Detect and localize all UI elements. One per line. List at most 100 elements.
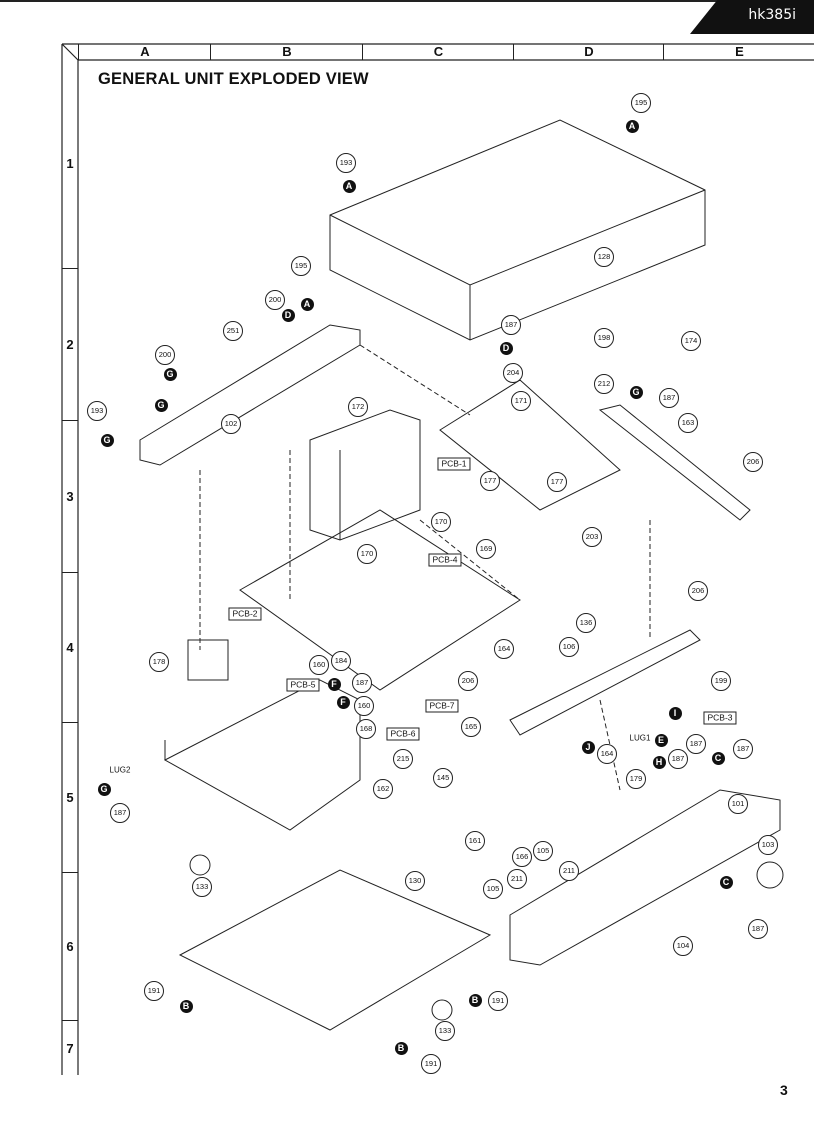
pcb-label: PCB-6: [386, 727, 420, 741]
part-callout: 200: [265, 290, 285, 310]
part-callout: 187: [352, 673, 372, 693]
pcb-label: PCB-7: [425, 699, 459, 713]
part-callout: 203: [582, 527, 602, 547]
part-callout: 191: [144, 981, 164, 1001]
part-callout: 177: [547, 472, 567, 492]
pcb-label: PCB-2: [228, 607, 262, 621]
part-callout: 206: [458, 671, 478, 691]
part-callout: 160: [354, 696, 374, 716]
screw-letter-marker: B: [179, 999, 193, 1013]
part-callout: 128: [594, 247, 614, 267]
part-callout: 187: [501, 315, 521, 335]
screw-letter-marker: D: [499, 341, 513, 355]
pcb-label: PCB-3: [703, 711, 737, 725]
lug-label: LUG1: [629, 733, 651, 743]
page-title: GENERAL UNIT EXPLODED VIEW: [98, 70, 369, 88]
bracket-163: [598, 404, 751, 521]
part-callout: 187: [733, 739, 753, 759]
part-callout: 174: [681, 331, 701, 351]
part-callout: 103: [758, 835, 778, 855]
part-callout: 102: [221, 414, 241, 434]
part-callout: 187: [668, 749, 688, 769]
part-callout: 211: [559, 861, 579, 881]
screw-letter-marker: A: [625, 119, 639, 133]
screw-letter-marker: G: [100, 433, 114, 447]
screw-letter-marker: G: [97, 782, 111, 796]
part-callout: 215: [393, 749, 413, 769]
part-callout: 164: [597, 744, 617, 764]
part-callout: 251: [223, 321, 243, 341]
pcb-label: PCB-4: [428, 553, 462, 567]
part-callout: 136: [576, 613, 596, 633]
part-callout: 171: [511, 391, 531, 411]
part-callout: 170: [431, 512, 451, 532]
sub-chassis: [509, 629, 701, 736]
column-label: A: [78, 44, 211, 60]
part-callout: 191: [488, 991, 508, 1011]
row-label: 6: [62, 872, 78, 1021]
screw-letter-marker: E: [654, 733, 668, 747]
part-callout: 212: [594, 374, 614, 394]
pcb-label: PCB-5: [286, 678, 320, 692]
column-label: C: [362, 44, 514, 60]
part-callout: 193: [87, 401, 107, 421]
part-callout: 198: [594, 328, 614, 348]
screw-letter-marker: F: [336, 695, 350, 709]
part-callout: 211: [507, 869, 527, 889]
part-callout: 166: [512, 847, 532, 867]
part-callout: 162: [373, 779, 393, 799]
part-callout: 184: [331, 651, 351, 671]
part-callout: 177: [480, 471, 500, 491]
part-callout: 187: [748, 919, 768, 939]
screw-letter-marker: I: [668, 706, 682, 720]
part-callout: 160: [309, 655, 329, 675]
column-label: E: [663, 44, 814, 60]
part-callout: 161: [465, 831, 485, 851]
part-callout: 206: [743, 452, 763, 472]
screw-letter-marker: A: [300, 297, 314, 311]
lug-label: LUG2: [109, 765, 131, 775]
part-callout: 163: [678, 413, 698, 433]
part-callout: 179: [626, 769, 646, 789]
transformer: [187, 639, 229, 681]
leader-lines: [199, 344, 651, 791]
pcb-label: PCB-1: [437, 457, 471, 471]
part-callout: 199: [711, 671, 731, 691]
part-callout: 165: [461, 717, 481, 737]
screw-letter-marker: C: [719, 875, 733, 889]
row-label: 2: [62, 268, 78, 421]
part-callout: 195: [291, 256, 311, 276]
part-callout: 195: [631, 93, 651, 113]
foot: [189, 854, 211, 876]
volume-knob: [756, 861, 784, 889]
top-cover: [329, 119, 706, 341]
row-label: 3: [62, 420, 78, 573]
screw-letter-marker: G: [154, 398, 168, 412]
part-callout: 104: [673, 936, 693, 956]
front-panel: [509, 789, 781, 966]
part-callout: 193: [336, 153, 356, 173]
part-callout: 168: [356, 719, 376, 739]
rear-panel: [139, 324, 361, 466]
part-callout: 105: [533, 841, 553, 861]
screw-letter-marker: C: [711, 751, 725, 765]
part-callout: 206: [688, 581, 708, 601]
screw-letter-marker: A: [342, 179, 356, 193]
screw-letter-marker: B: [394, 1041, 408, 1055]
part-callout: 191: [421, 1054, 441, 1074]
screw-letter-marker: G: [629, 385, 643, 399]
part-callout: 187: [686, 734, 706, 754]
row-label: 1: [66, 156, 74, 171]
main-board: [239, 509, 521, 691]
part-callout: 187: [659, 388, 679, 408]
chassis: [163, 679, 361, 831]
column-label: B: [210, 44, 363, 60]
column-label: D: [513, 44, 664, 60]
row-label: 4: [62, 572, 78, 723]
part-callout: 105: [483, 879, 503, 899]
part-callout: 106: [559, 637, 579, 657]
foot: [431, 999, 453, 1021]
pcb-1-board: [439, 379, 621, 511]
screw-letter-marker: F: [327, 677, 341, 691]
heatsink: [309, 409, 421, 541]
